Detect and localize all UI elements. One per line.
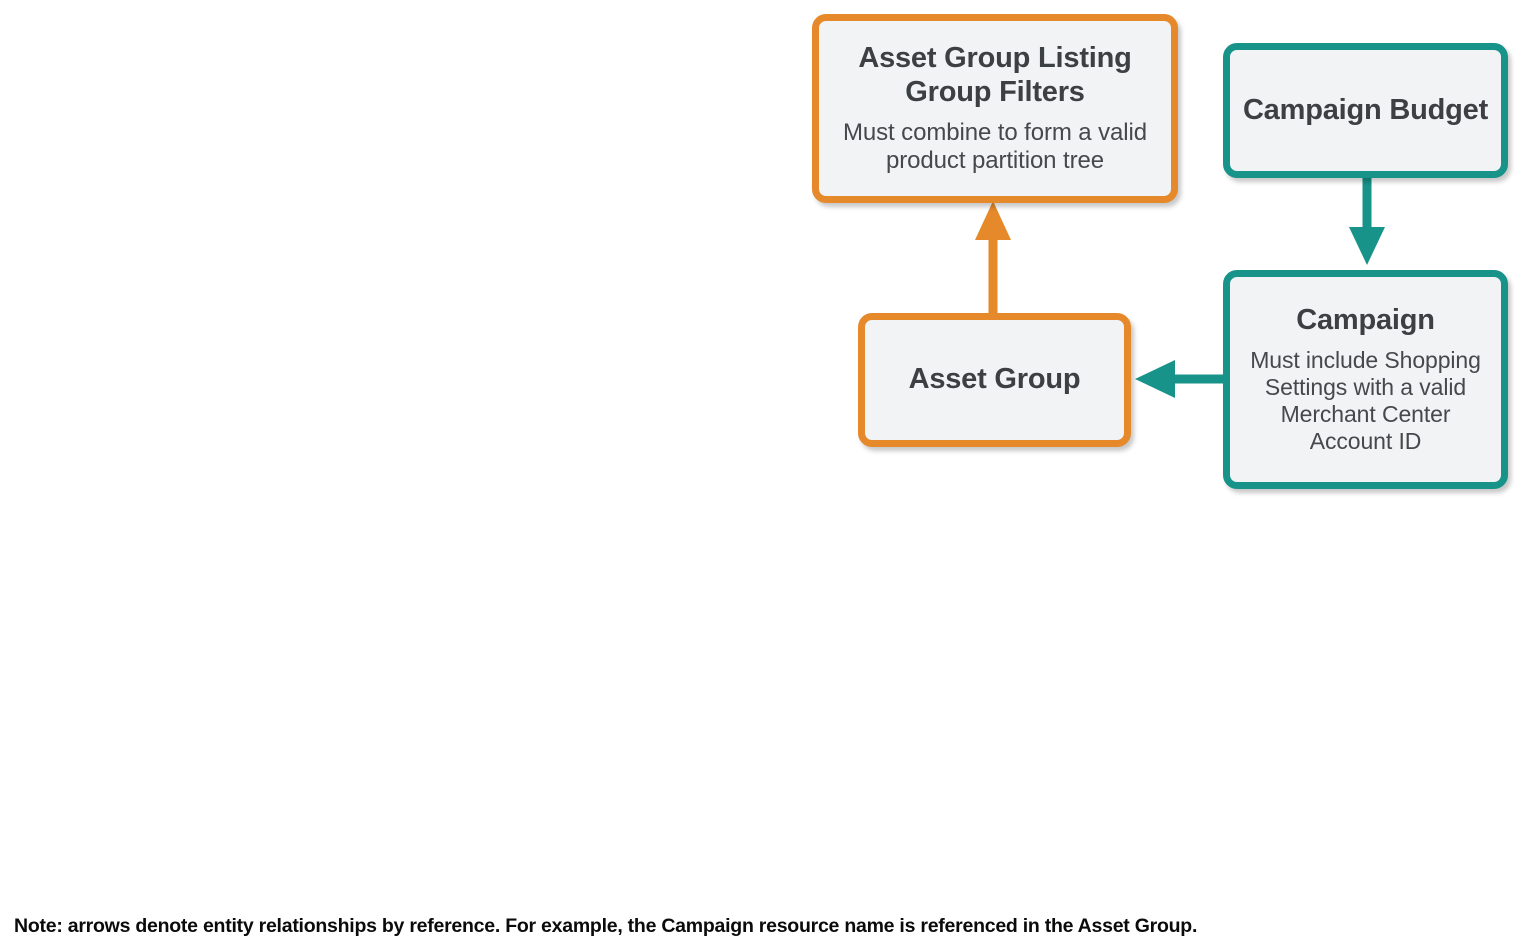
arrow-asset-group-to-listing-group-filters (975, 201, 1011, 316)
node-asset-group[interactable]: Asset Group (858, 313, 1131, 447)
diagram-note: Note: arrows denote entity relationships… (14, 915, 1198, 937)
arrow-campaign-budget-to-campaign (1349, 175, 1385, 265)
node-title: Asset Group (908, 363, 1081, 396)
node-title: Campaign Budget (1242, 93, 1489, 126)
node-title: Campaign (1296, 304, 1435, 337)
node-title: Asset Group Listing Group Filters (858, 42, 1132, 108)
node-campaign-budget[interactable]: Campaign Budget (1223, 43, 1508, 178)
node-asset-group-listing-group-filters[interactable]: Asset Group Listing Group Filters Must c… (812, 14, 1178, 203)
node-subtitle: Must combine to form a valid product par… (843, 118, 1147, 174)
node-campaign[interactable]: Campaign Must include Shopping Settings … (1223, 270, 1508, 489)
arrow-campaign-to-asset-group (1135, 360, 1226, 398)
node-subtitle: Must include Shopping Settings with a va… (1250, 347, 1481, 454)
